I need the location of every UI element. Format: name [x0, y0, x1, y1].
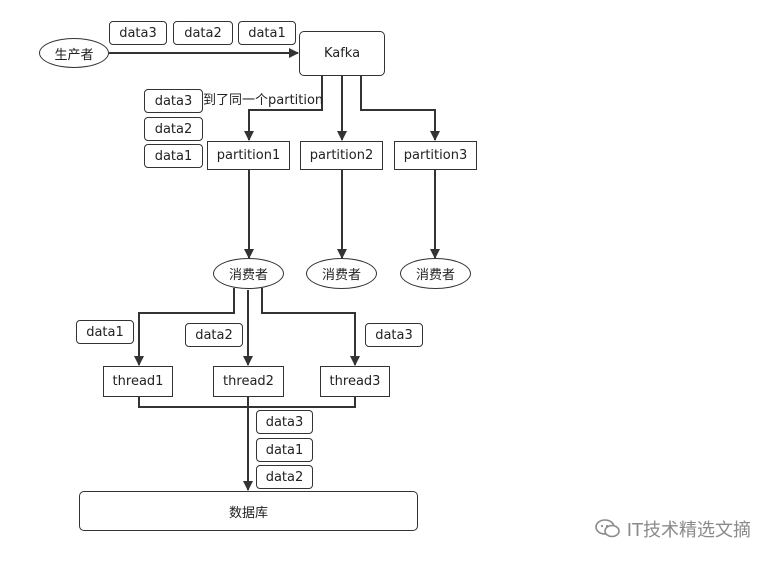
wechat-icon: [594, 519, 620, 538]
kafka-node: Kafka: [299, 31, 385, 76]
arrow-consumer-to-thread1: [134, 288, 235, 366]
partition3-node: partition3: [394, 141, 477, 170]
producer-message: data3: [109, 21, 167, 45]
thread-message: data1: [76, 320, 134, 344]
consumer2-node: 消费者: [306, 258, 377, 289]
database-node: 数据库: [79, 491, 418, 531]
watermark: IT技术精选文摘: [594, 516, 751, 542]
arrow-consumer-to-thread3: [261, 288, 360, 366]
partition-message: data2: [144, 117, 203, 141]
producer-message: data2: [173, 21, 233, 45]
thread-message: data3: [365, 323, 423, 347]
db-message: data2: [256, 465, 313, 489]
partition-message: data1: [144, 144, 203, 168]
consumer1-node: 消费者: [213, 258, 284, 289]
db-message: data3: [256, 410, 313, 434]
consumer3-node: 消费者: [400, 258, 471, 289]
producer-node: 生产者: [39, 38, 109, 68]
thread-message: data2: [185, 323, 243, 347]
thread1-node: thread1: [103, 366, 173, 397]
arrow-kafka-to-partition1: [244, 75, 323, 141]
producer-message: data1: [238, 21, 296, 45]
partition-message: data3: [144, 89, 203, 113]
db-message: data1: [256, 438, 313, 462]
partition2-node: partition2: [300, 141, 383, 170]
watermark-text: IT技术精选文摘: [626, 520, 751, 541]
thread3-node: thread3: [320, 366, 390, 397]
thread2-node: thread2: [213, 366, 284, 397]
partition1-node: partition1: [207, 141, 290, 170]
same-partition-note: 到了同一个partition: [203, 93, 324, 108]
arrow-kafka-to-partition3: [360, 75, 440, 141]
